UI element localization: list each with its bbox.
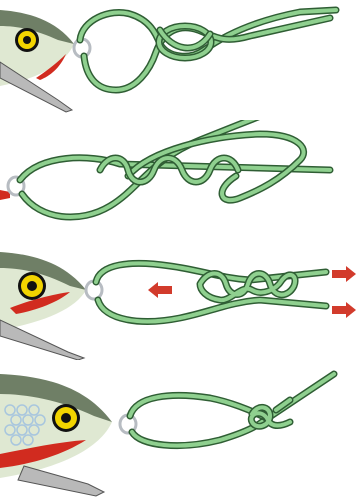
step-1-illustration <box>0 0 356 120</box>
step-4-panel <box>0 360 356 497</box>
step-2-panel <box>0 120 356 240</box>
step-1-panel <box>0 0 356 120</box>
step-2-illustration <box>0 120 356 240</box>
step-4-illustration <box>0 360 356 497</box>
pull-arrow-left-icon <box>148 282 172 298</box>
lure-head-icon <box>0 10 74 112</box>
lure-head-icon <box>0 252 86 360</box>
pull-arrow-right-icon <box>332 266 356 318</box>
step-3-panel <box>0 240 356 360</box>
step-3-illustration <box>0 240 356 360</box>
lure-head-icon <box>0 374 112 496</box>
line-loop-icon <box>20 120 330 217</box>
line-loop-icon <box>130 374 334 446</box>
